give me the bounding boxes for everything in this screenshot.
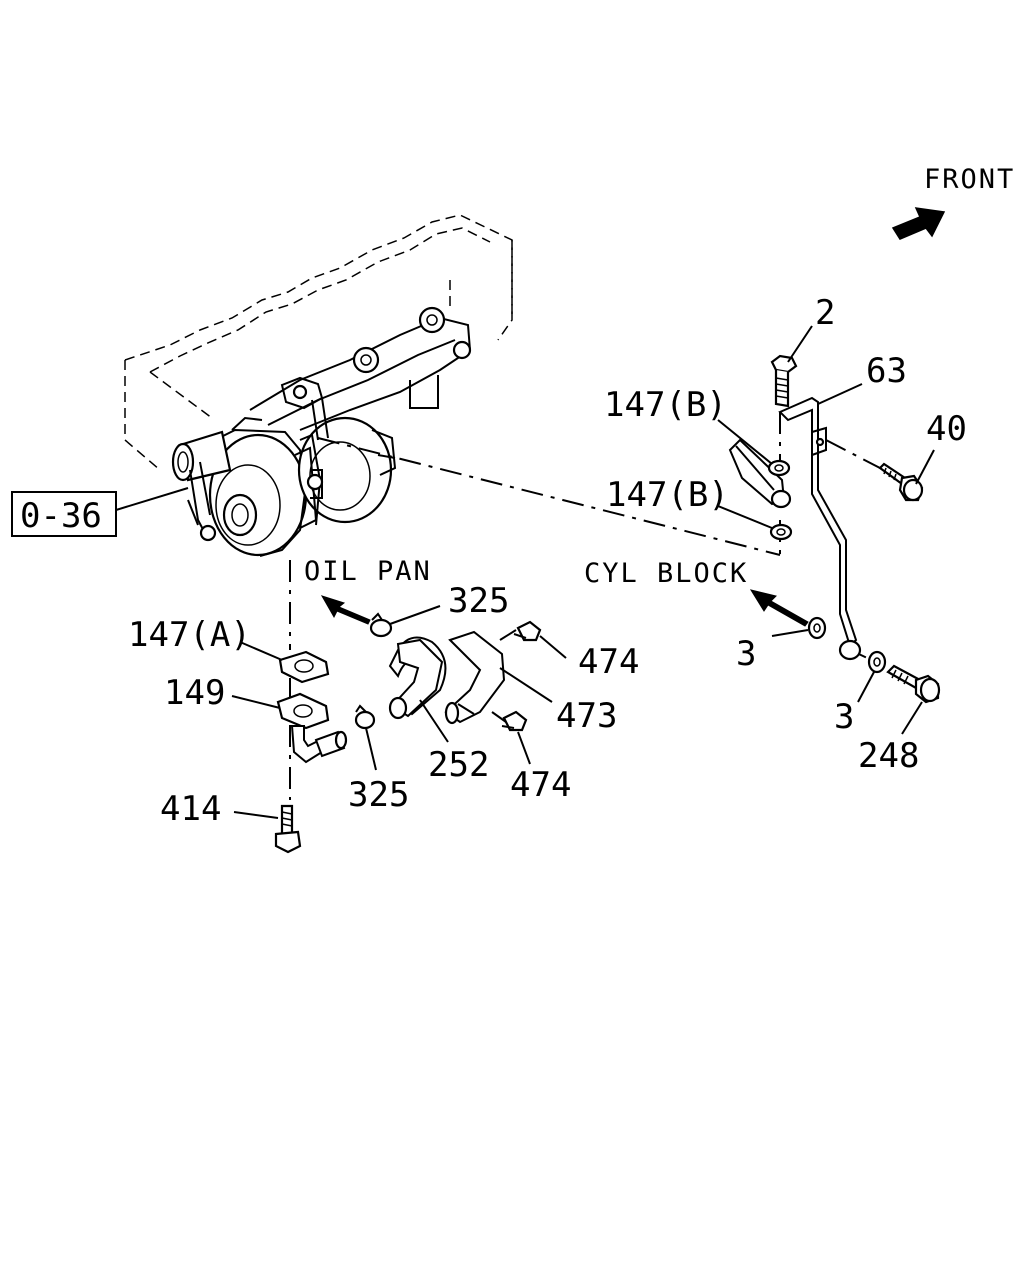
callout-147b-lower[interactable]: 147(B) bbox=[606, 475, 729, 515]
reference-box[interactable]: 0-36 bbox=[11, 487, 189, 537]
front-label: FRONT bbox=[924, 164, 1015, 195]
callout-474-lower[interactable]: 474 bbox=[510, 765, 571, 805]
oil-feed-pipe-assembly bbox=[728, 354, 941, 704]
turbocharger-assembly bbox=[171, 306, 472, 557]
bolt-part-414 bbox=[274, 804, 302, 854]
washer-3-left bbox=[807, 616, 827, 640]
clamp-325-lower bbox=[354, 704, 376, 730]
callout-248[interactable]: 248 bbox=[858, 736, 919, 776]
clamp-325-upper bbox=[369, 612, 393, 638]
callout-147b-upper[interactable]: 147(B) bbox=[604, 385, 727, 425]
clamp-474-upper bbox=[513, 620, 542, 642]
callout-149[interactable]: 149 bbox=[164, 673, 225, 713]
oil-pan-label: OIL PAN bbox=[304, 556, 432, 587]
callout-leaders bbox=[231, 325, 935, 819]
front-arrow-icon bbox=[891, 207, 946, 240]
reference-box-label: 0-36 bbox=[20, 496, 102, 536]
callout-labels: 2 63 40 147(B) 147(B) 3 3 248 147(A) 149… bbox=[128, 293, 967, 829]
callout-3-left[interactable]: 3 bbox=[736, 634, 756, 674]
callout-252[interactable]: 252 bbox=[428, 745, 489, 785]
hoses-and-clamps bbox=[354, 612, 542, 732]
oil-pan-arrow-icon bbox=[320, 595, 371, 625]
engine-block-outline bbox=[124, 214, 513, 471]
oil-feed-pipe-63 bbox=[778, 396, 858, 648]
cyl-block-label: CYL BLOCK bbox=[584, 558, 748, 589]
callout-2[interactable]: 2 bbox=[815, 293, 835, 333]
gasket-147a bbox=[278, 650, 330, 684]
front-direction-indicator: FRONT bbox=[891, 164, 1015, 240]
callout-325-lower[interactable]: 325 bbox=[348, 775, 409, 815]
bolt-part-40 bbox=[878, 462, 924, 502]
callout-474-upper[interactable]: 474 bbox=[578, 642, 639, 682]
bolt-part-2 bbox=[770, 354, 798, 408]
hose-473 bbox=[444, 630, 506, 724]
return-pipe-149 bbox=[276, 692, 348, 764]
washer-147b-upper bbox=[767, 459, 791, 477]
callout-414[interactable]: 414 bbox=[160, 789, 221, 829]
clamp-474-lower bbox=[501, 710, 528, 732]
callout-473[interactable]: 473 bbox=[556, 696, 617, 736]
callout-63[interactable]: 63 bbox=[866, 351, 907, 391]
bolt-part-248 bbox=[886, 664, 941, 704]
callout-325-upper[interactable]: 325 bbox=[448, 581, 509, 621]
washer-3-right bbox=[867, 650, 887, 674]
washer-147b-lower bbox=[769, 523, 793, 541]
callout-40[interactable]: 40 bbox=[926, 409, 967, 449]
cyl-block-arrow-icon bbox=[749, 589, 809, 627]
callout-3-right[interactable]: 3 bbox=[834, 697, 854, 737]
oil-return-assembly bbox=[274, 650, 348, 854]
callout-147a[interactable]: 147(A) bbox=[128, 615, 251, 655]
